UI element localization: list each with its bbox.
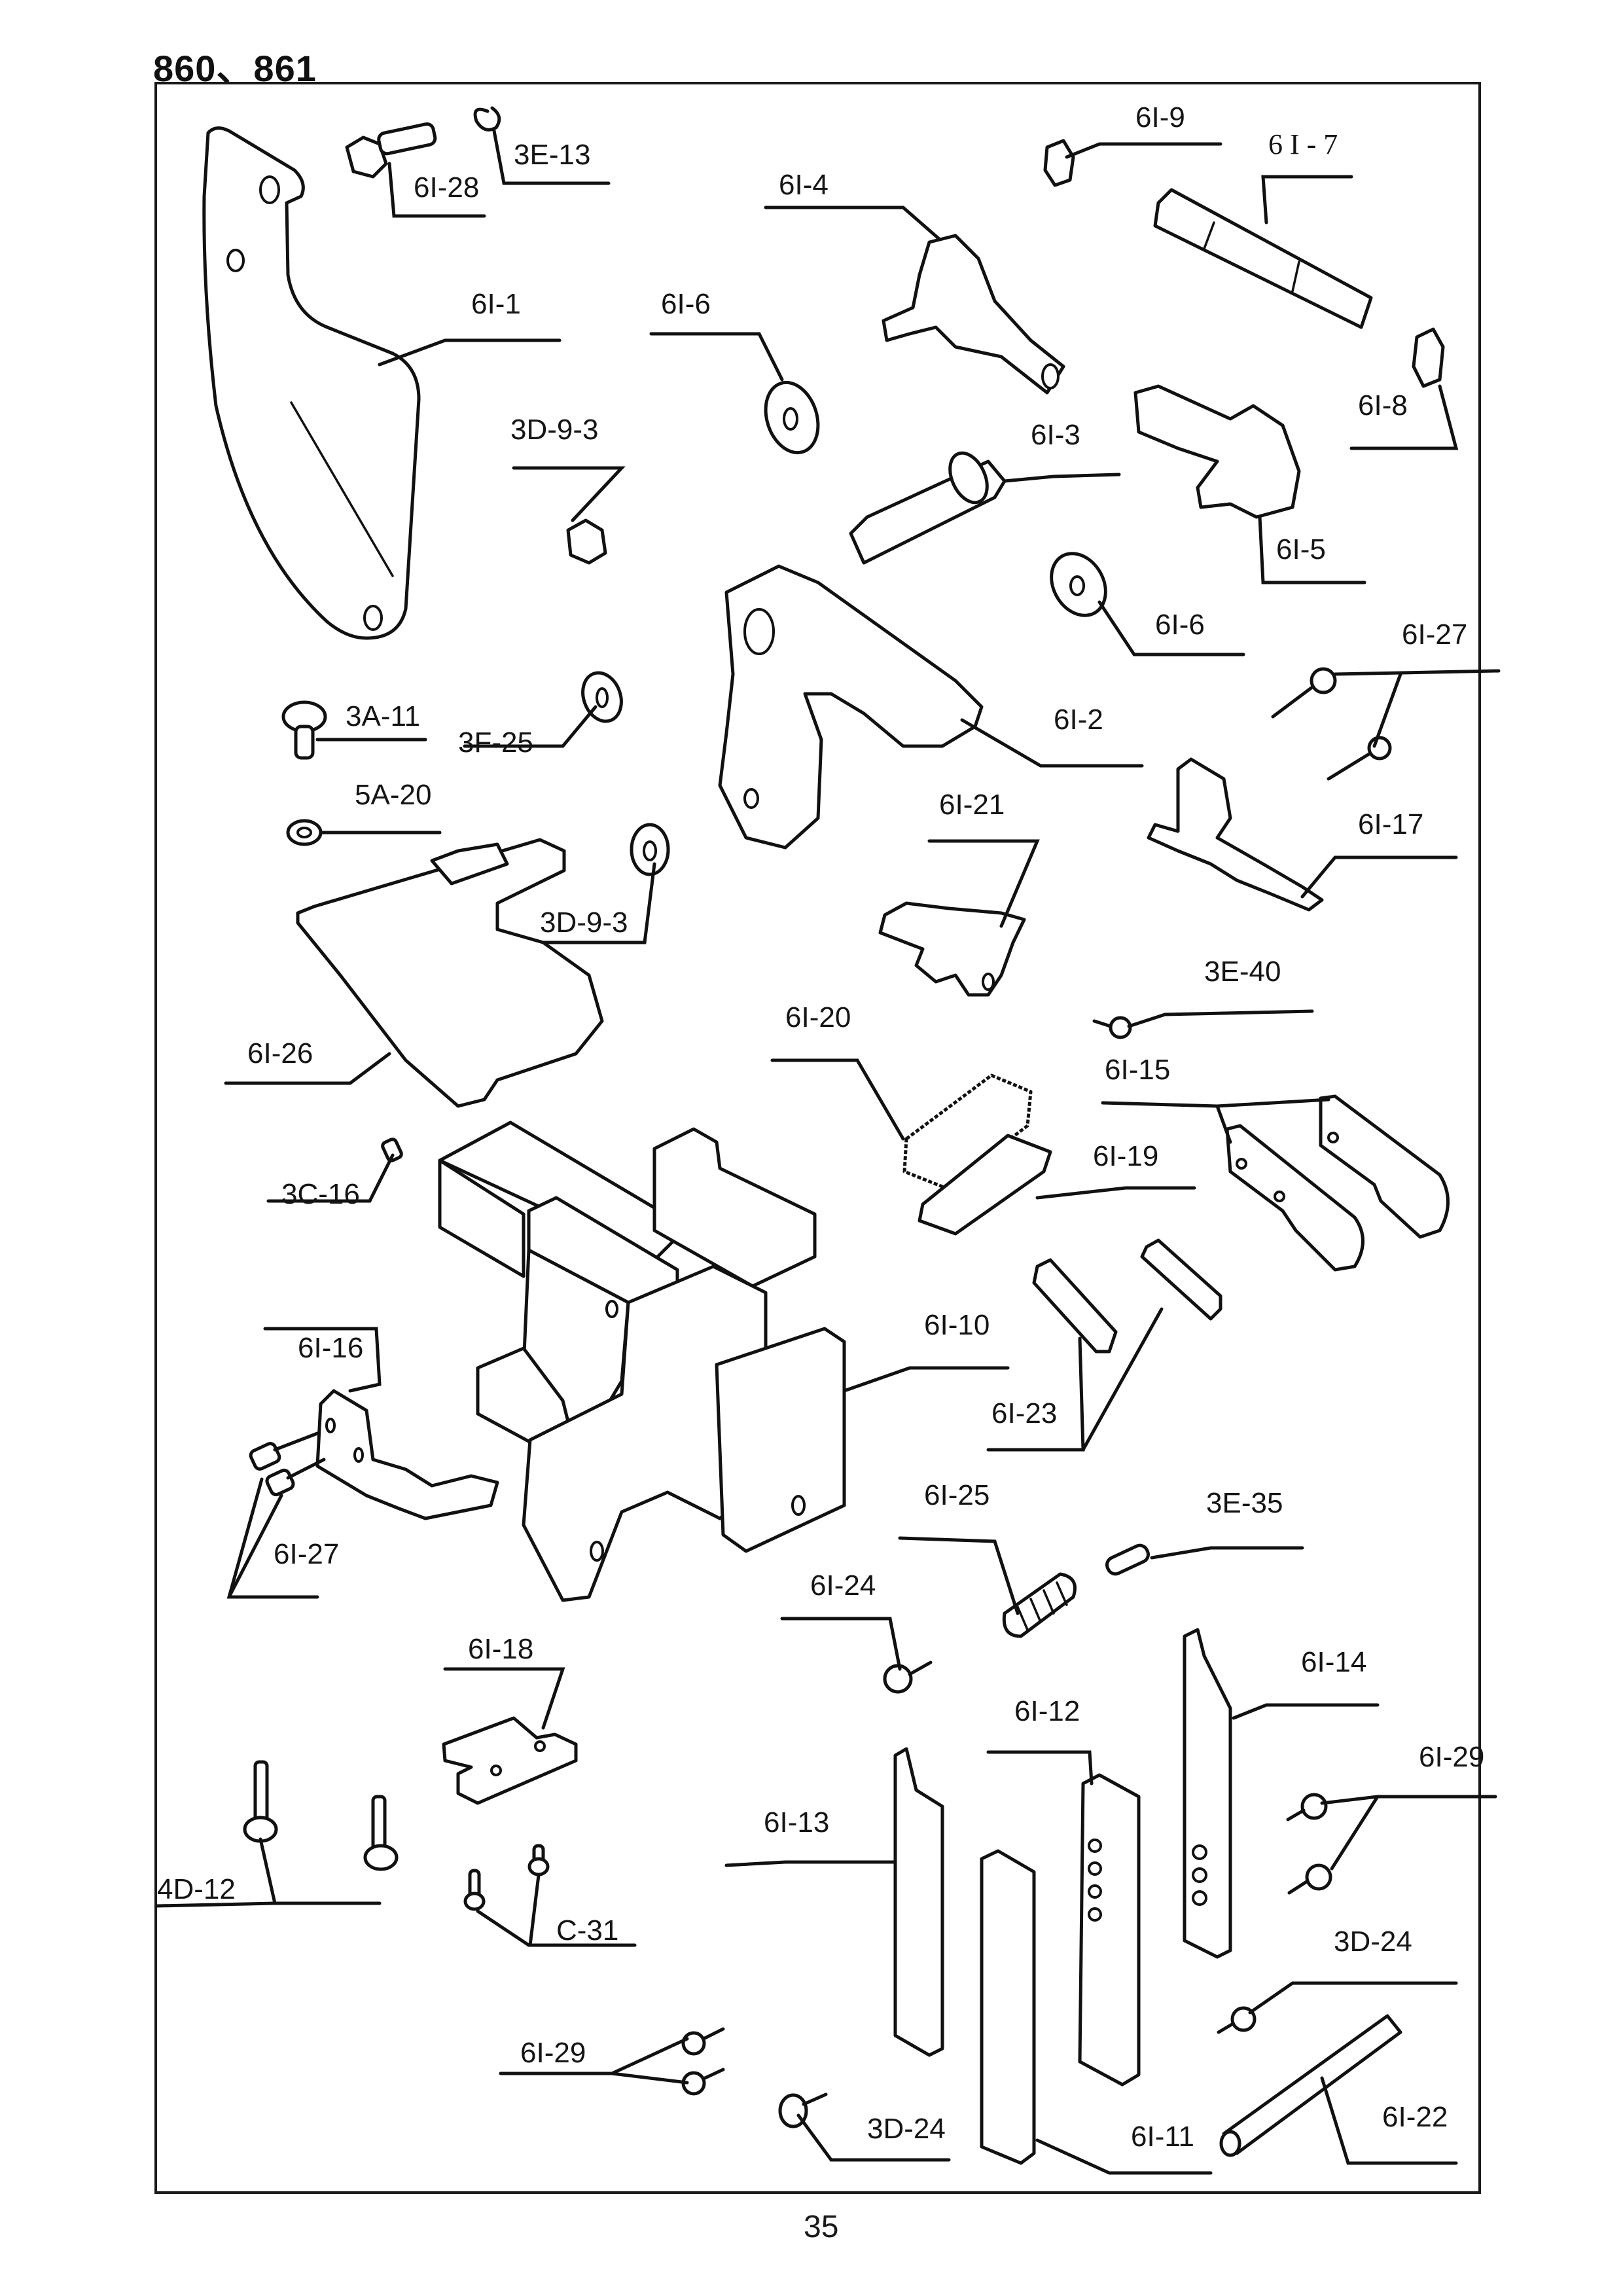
washer-6I-6-top-drawing — [764, 380, 820, 455]
label-6I-14: 6I-14 — [1301, 1646, 1367, 1678]
bracket-6I-2-drawing — [718, 564, 984, 850]
label-6I-12: 6I-12 — [1014, 1695, 1080, 1727]
label-6I-19: 6I-19 — [1093, 1140, 1159, 1172]
label-6I-22: 6I-22 — [1382, 2101, 1448, 2133]
label-6I-17: 6I-17 — [1358, 808, 1424, 840]
label-3E-13: 3E-13 — [514, 139, 591, 171]
label-6I-23: 6I-23 — [991, 1397, 1058, 1429]
guide-6I-26-drawing — [296, 838, 604, 1108]
label-6I-25: 6I-25 — [924, 1479, 990, 1511]
bolt-6I-28-drawing — [345, 122, 437, 179]
label-6I-29-bottom: 6I-29 — [520, 2037, 586, 2069]
label-3D-9-3-mid: 3D-9-3 — [540, 906, 628, 939]
label-3D-24-bottom: 3D-24 — [867, 2113, 946, 2145]
nut-3D-9-3-top-drawing — [566, 518, 607, 565]
label-3D-9-3-top: 3D-9-3 — [510, 414, 599, 446]
label-3E-35: 3E-35 — [1206, 1487, 1283, 1519]
screw-C-31-drawing — [463, 1844, 550, 1911]
spring-6I-25-drawing — [1002, 1572, 1077, 1638]
screw-4D-12-drawing — [243, 1760, 399, 1871]
bar-6I-11-drawing — [980, 1849, 1036, 2165]
washer-6I-6-mid-drawing — [1050, 552, 1107, 617]
label-6I-20: 6I-20 — [785, 1001, 851, 1033]
label-6I-2: 6I-2 — [1054, 704, 1103, 736]
bar-6I-12-drawing — [1078, 1773, 1141, 2087]
label-6I-6-top: 6I-6 — [661, 288, 711, 320]
shaft-6I-3-drawing — [849, 451, 1007, 565]
label-6I-5: 6I-5 — [1276, 533, 1326, 565]
label-3E-40: 3E-40 — [1204, 956, 1281, 988]
pin-6I-22-drawing — [1219, 2014, 1402, 2157]
label-3C-16: 3C-16 — [281, 1178, 360, 1210]
washer-3F-25-drawing — [581, 671, 623, 723]
link-6I-4-drawing — [882, 234, 1065, 395]
label-6I-28: 6I-28 — [414, 171, 480, 204]
screw-6I-15-drawing — [1092, 1016, 1132, 1039]
ring-3E-13-drawing — [473, 106, 501, 132]
blade-3E-40-drawing — [1225, 1094, 1450, 1272]
block-6I-18-drawing — [442, 1716, 578, 1805]
screw-3C-16-drawing — [381, 1138, 403, 1162]
label-C-31: C-31 — [556, 1914, 619, 1946]
pad-6I-19-drawing — [918, 1134, 1052, 1236]
label-6I-1: 6I-1 — [471, 288, 521, 320]
screw-6I-27-top-drawing — [1271, 667, 1392, 781]
label-6I-27-left: 6I-27 — [274, 1538, 340, 1570]
stud-6I-7-drawing — [1153, 188, 1373, 329]
nut-6I-9-drawing — [1043, 139, 1075, 187]
bar-6I-13-drawing — [893, 1747, 944, 2057]
label-5A-20: 5A-20 — [355, 779, 432, 811]
screw-6I-29-right-drawing — [1286, 1793, 1332, 1895]
holder-6I-21-drawing — [878, 901, 1026, 997]
screw-3E-35-drawing — [1105, 1543, 1150, 1576]
base-6I-10-drawing — [438, 1121, 846, 1602]
label-3F-25: 3F-25 — [458, 726, 533, 759]
label-4D-12: 4D-12 — [157, 1873, 236, 1905]
plate-6I-1-drawing — [202, 126, 421, 640]
label-6I-18: 6I-18 — [468, 1633, 534, 1665]
nut-3D-9-3-mid-drawing — [630, 823, 670, 876]
label-6I-26: 6I-26 — [247, 1037, 313, 1069]
label-6I-8: 6I-8 — [1358, 389, 1408, 422]
leader-lines — [155, 129, 1501, 2175]
screw-6I-24-drawing — [883, 1660, 933, 1694]
page-number: 35 — [804, 2210, 839, 2244]
washer-5A-20-drawing — [286, 819, 323, 846]
nut-6I-8-drawing — [1412, 327, 1445, 388]
bar-6I-14-drawing — [1183, 1628, 1232, 1959]
label-6I-11: 6I-11 — [1131, 2121, 1195, 2153]
screw-6I-29-bottom-drawing — [681, 2027, 725, 2096]
label-3D-24-right: 3D-24 — [1334, 1926, 1412, 1958]
screw-3A-11-drawing — [281, 700, 327, 760]
label-6I-6-mid: 6I-6 — [1155, 609, 1205, 641]
spring-plate-6I-16-drawing — [249, 1389, 499, 1520]
link-6I-5-drawing — [1133, 384, 1301, 519]
felt-6I-20-drawing — [902, 1073, 1033, 1190]
label-6I-3: 6I-3 — [1031, 419, 1080, 451]
label-6I-29-right: 6I-29 — [1419, 1741, 1485, 1773]
label-6I-24: 6I-24 — [810, 1570, 876, 1602]
label-3A-11: 3A-11 — [346, 700, 421, 732]
label-6I-16: 6I-16 — [298, 1332, 364, 1364]
diagram-frame — [154, 82, 1481, 2194]
label-6I-4: 6I-4 — [779, 169, 829, 201]
label-6I-27-top: 6I-27 — [1402, 619, 1468, 651]
spring-plate-6I-17-drawing — [1147, 757, 1324, 912]
label-6I-9: 6I-9 — [1135, 101, 1185, 134]
plate-6I-23-drawing — [1032, 1238, 1222, 1354]
label-6I-10: 6I-10 — [924, 1309, 990, 1341]
label-6I-21: 6I-21 — [939, 789, 1005, 821]
label-6I-7: 6 I - 7 — [1268, 128, 1338, 160]
label-6I-15: 6I-15 — [1105, 1054, 1171, 1086]
label-6I-13: 6I-13 — [764, 1806, 830, 1839]
